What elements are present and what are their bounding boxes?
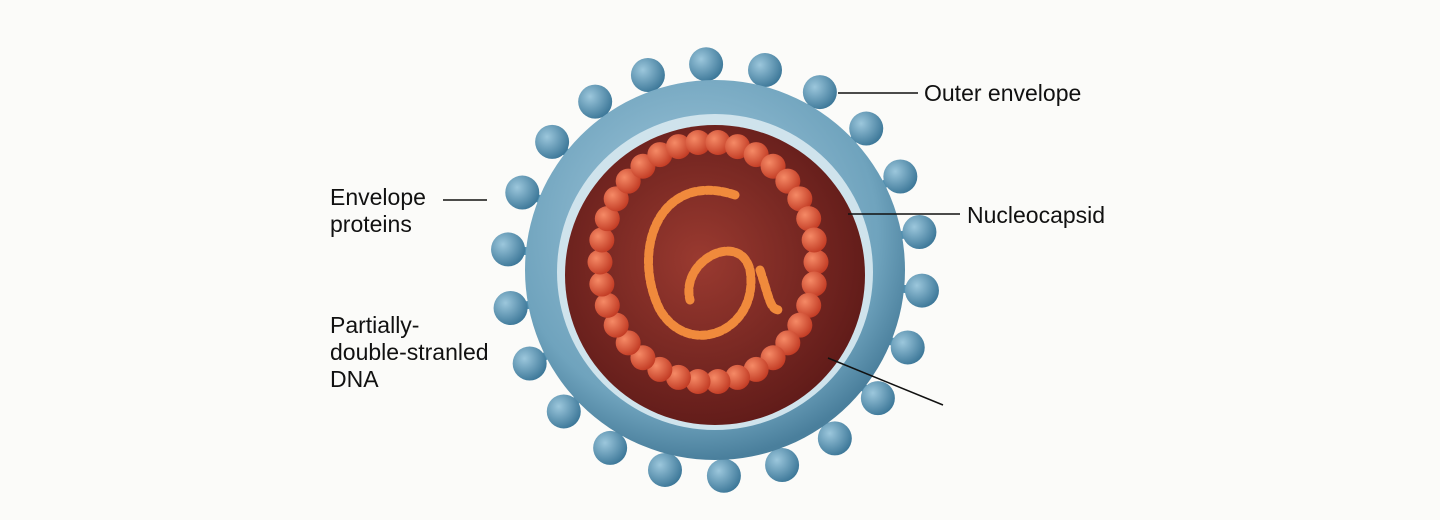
label-outer-envelope: Outer envelope [924, 80, 1082, 106]
capsid-bead [594, 292, 620, 318]
envelope-protein [748, 53, 783, 88]
capsid-bead [665, 134, 691, 160]
capsid-bead [603, 312, 629, 338]
envelope-protein [546, 394, 581, 429]
capsid-bead [705, 130, 731, 156]
envelope-protein [883, 159, 918, 194]
label-line: Envelope [330, 184, 426, 210]
capsid-bead [705, 368, 731, 394]
envelope-protein [491, 232, 526, 267]
capsid-bead [685, 368, 711, 394]
envelope-protein [706, 458, 741, 493]
capsid-ring [587, 130, 829, 394]
capsid-bead [803, 249, 829, 275]
envelope-protein [505, 175, 540, 210]
label-line: double-stranled [330, 339, 489, 365]
envelope-protein [689, 47, 724, 82]
envelope-protein [860, 381, 895, 416]
capsid-bead [801, 271, 827, 297]
capsid-bead [775, 168, 801, 194]
capsid-bead [685, 130, 711, 156]
capsid-bead [787, 312, 813, 338]
label-nucleocapsid: Nucleocapsid [967, 202, 1106, 228]
envelope-protein [802, 75, 837, 110]
capsid-bead [594, 206, 620, 232]
envelope-protein [817, 421, 852, 456]
capsid-bead [589, 227, 615, 253]
envelope-proteins [491, 47, 939, 493]
capsid-bead [796, 206, 822, 232]
capsid-bead [589, 271, 615, 297]
capsid-bead [725, 364, 751, 390]
leader-dna [827, 357, 944, 406]
envelope-protein [578, 84, 613, 119]
label-line: Partially- [330, 312, 420, 338]
envelope-protein [593, 430, 628, 465]
envelope-protein [902, 214, 937, 249]
envelope-protein [765, 447, 800, 482]
capsid-bead [787, 186, 813, 212]
capsid-bead [801, 227, 827, 253]
label-line: proteins [330, 211, 412, 237]
label-dna: Partially- double-stranled DNA [330, 312, 489, 393]
label-envelope-proteins: Envelope proteins [330, 184, 426, 238]
dna-strand [644, 185, 785, 340]
envelope-protein [630, 58, 665, 93]
capsid-bead [587, 249, 613, 275]
capsid-bead [603, 186, 629, 212]
envelope-protein [535, 124, 570, 159]
capsid-bead [615, 330, 641, 356]
leader-lines [443, 92, 960, 406]
envelope-protein [904, 273, 939, 308]
envelope-protein [849, 111, 884, 146]
envelope-protein [890, 330, 925, 365]
envelope-protein [512, 346, 547, 381]
envelope-protein [647, 452, 682, 487]
envelope-protein [493, 291, 528, 326]
label-line: DNA [330, 366, 379, 392]
capsid-bead [796, 292, 822, 318]
